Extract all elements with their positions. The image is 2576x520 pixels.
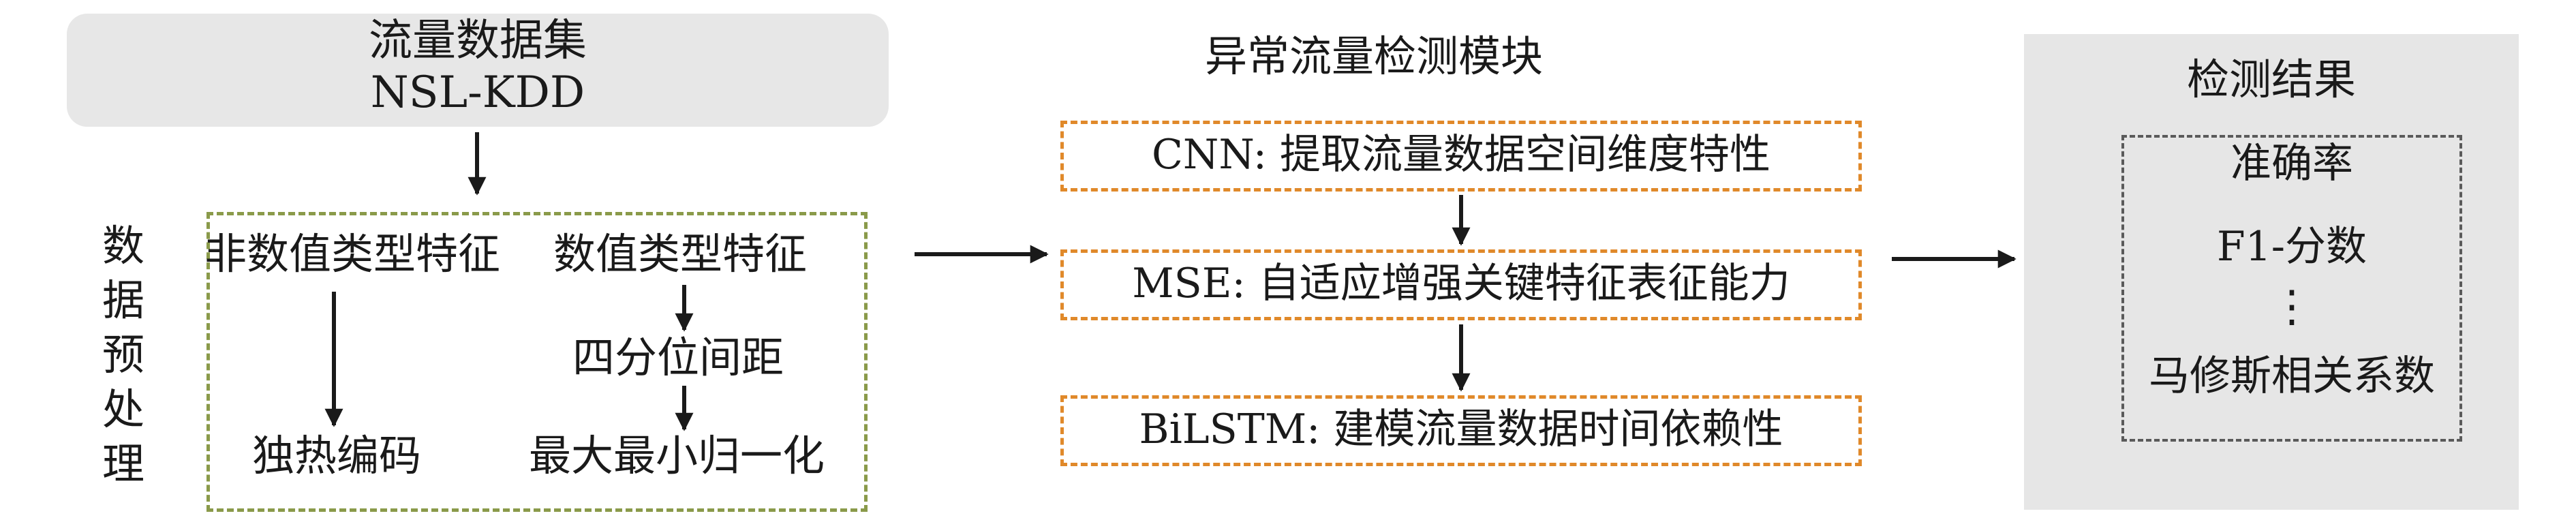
preprocess-label-char-1: 数 [102, 221, 145, 271]
results-panel [2024, 34, 2519, 510]
metric-mcc: 马修斯相关系数 [2149, 352, 2435, 400]
metric-ellipsis: ⋮ [2270, 281, 2314, 332]
dataset-name: NSL-KDD [370, 67, 585, 118]
metric-f1: F1-分数 [2216, 223, 2367, 271]
results-metrics-box [2121, 135, 2462, 442]
preprocess-label-char-3: 预 [102, 330, 145, 380]
mse-box [1060, 249, 1862, 320]
preprocess-box [206, 212, 868, 512]
numeric-features: 数值类型特征 [553, 229, 808, 279]
results-title: 检测结果 [2186, 55, 2356, 104]
metric-accuracy: 准确率 [2230, 140, 2353, 187]
mse-label: MSE: 自适应增强关键特征表征能力 [1132, 260, 1790, 307]
iqr-step: 四分位间距 [572, 333, 784, 382]
preprocess-label-char-4: 处 [102, 384, 145, 434]
cnn-label: CNN: 提取流量数据空间维度特性 [1151, 131, 1771, 179]
dataset-box [67, 14, 889, 127]
cnn-box [1060, 121, 1862, 192]
detection-module-title: 异常流量检测模块 [1204, 31, 1543, 81]
bilstm-box [1060, 395, 1862, 466]
minmax-normalization: 最大最小归一化 [529, 431, 825, 480]
preprocess-label-char-2: 据 [102, 275, 145, 325]
bilstm-label: BiLSTM: 建模流量数据时间依赖性 [1139, 406, 1783, 453]
dataset-title: 流量数据集 [369, 16, 587, 66]
onehot-encoding: 独热编码 [252, 431, 422, 480]
non-numeric-features: 非数值类型特征 [204, 229, 501, 279]
preprocess-label-char-5: 理 [102, 439, 145, 489]
